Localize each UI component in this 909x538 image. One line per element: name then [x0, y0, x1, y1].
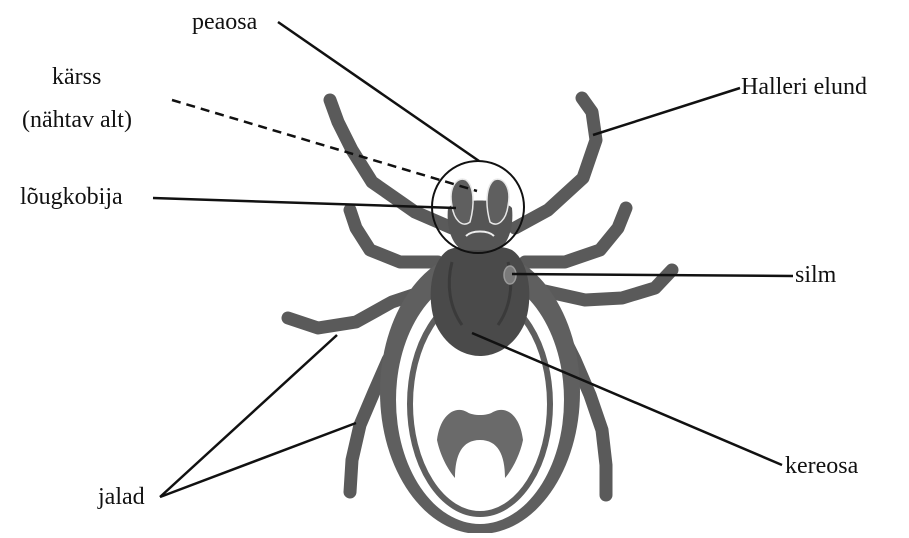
capitulum: [448, 179, 513, 250]
leader-jalad-1: [160, 335, 337, 497]
label-peaosa: peaosa: [192, 8, 257, 36]
label-jalad: jalad: [98, 483, 145, 511]
label-halleri-elund: Halleri elund: [741, 73, 867, 101]
label-lougkobija: lõugkobija: [20, 183, 123, 211]
scutum: [431, 246, 530, 357]
leg-front-right: [515, 98, 596, 228]
label-silm: silm: [795, 261, 836, 289]
label-karss-line1: kärss: [52, 63, 101, 91]
label-kereosa: kereosa: [785, 452, 858, 480]
leader-halleri-elund: [593, 88, 740, 135]
leader-karss: [172, 100, 477, 191]
leader-silm: [512, 274, 793, 276]
label-karss-line2: (nähtav alt): [22, 106, 132, 134]
leader-jalad-2: [160, 423, 356, 497]
